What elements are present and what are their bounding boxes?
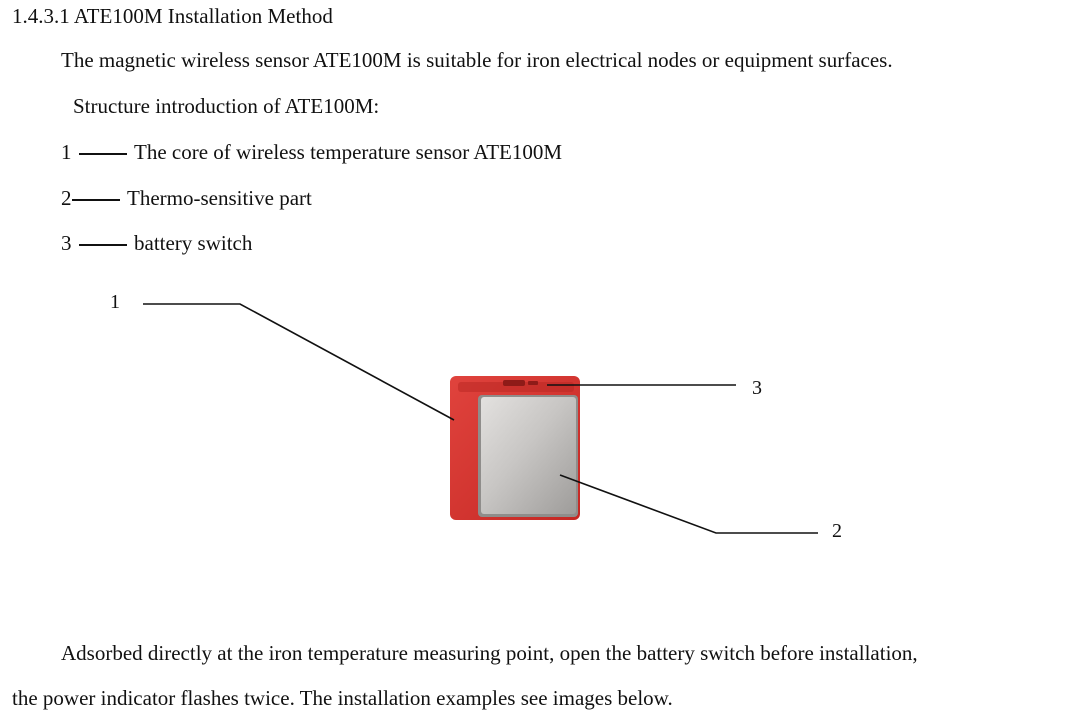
- housing-top-edge: [458, 382, 574, 392]
- metal-plate: [481, 397, 576, 514]
- sensor-figure: 1 3 2: [110, 291, 842, 542]
- intro-paragraph: The magnetic wireless sensor ATE100M is …: [61, 48, 893, 72]
- instruction-paragraph-line-2: the power indicator flashes twice. The i…: [12, 686, 673, 710]
- legend-dash: [79, 244, 127, 246]
- structure-title: Structure introduction of ATE100M:: [73, 94, 380, 118]
- legend-dash: [72, 199, 120, 201]
- battery-switch-slot: [503, 380, 525, 386]
- callout-label-1: 1: [110, 291, 120, 313]
- legend-text: battery switch: [134, 231, 253, 255]
- legend-dash: [79, 153, 127, 155]
- legend-text: The core of wireless temperature sensor …: [134, 140, 563, 164]
- callout-label-3: 3: [752, 377, 762, 399]
- legend-item-3: 3 battery switch: [0, 230, 700, 256]
- legend-number: 3: [61, 231, 72, 255]
- instruction-paragraph-line-1: Adsorbed directly at the iron temperatur…: [61, 641, 918, 665]
- battery-switch-mark: [528, 381, 538, 385]
- section-heading: 1.4.3.1 ATE100M Installation Method: [12, 4, 333, 28]
- legend-item-1: 1 The core of wireless temperature senso…: [0, 139, 700, 165]
- sensor-device: [450, 376, 580, 520]
- callout-line-2: [559, 474, 818, 534]
- legend-number: 1: [61, 140, 72, 164]
- legend-item-2: 2 Thermo-sensitive part: [0, 185, 700, 211]
- callout-label-2: 2: [832, 520, 842, 542]
- callout-line-1: [143, 303, 455, 421]
- legend-text: Thermo-sensitive part: [127, 186, 312, 210]
- legend-number: 2: [61, 186, 72, 210]
